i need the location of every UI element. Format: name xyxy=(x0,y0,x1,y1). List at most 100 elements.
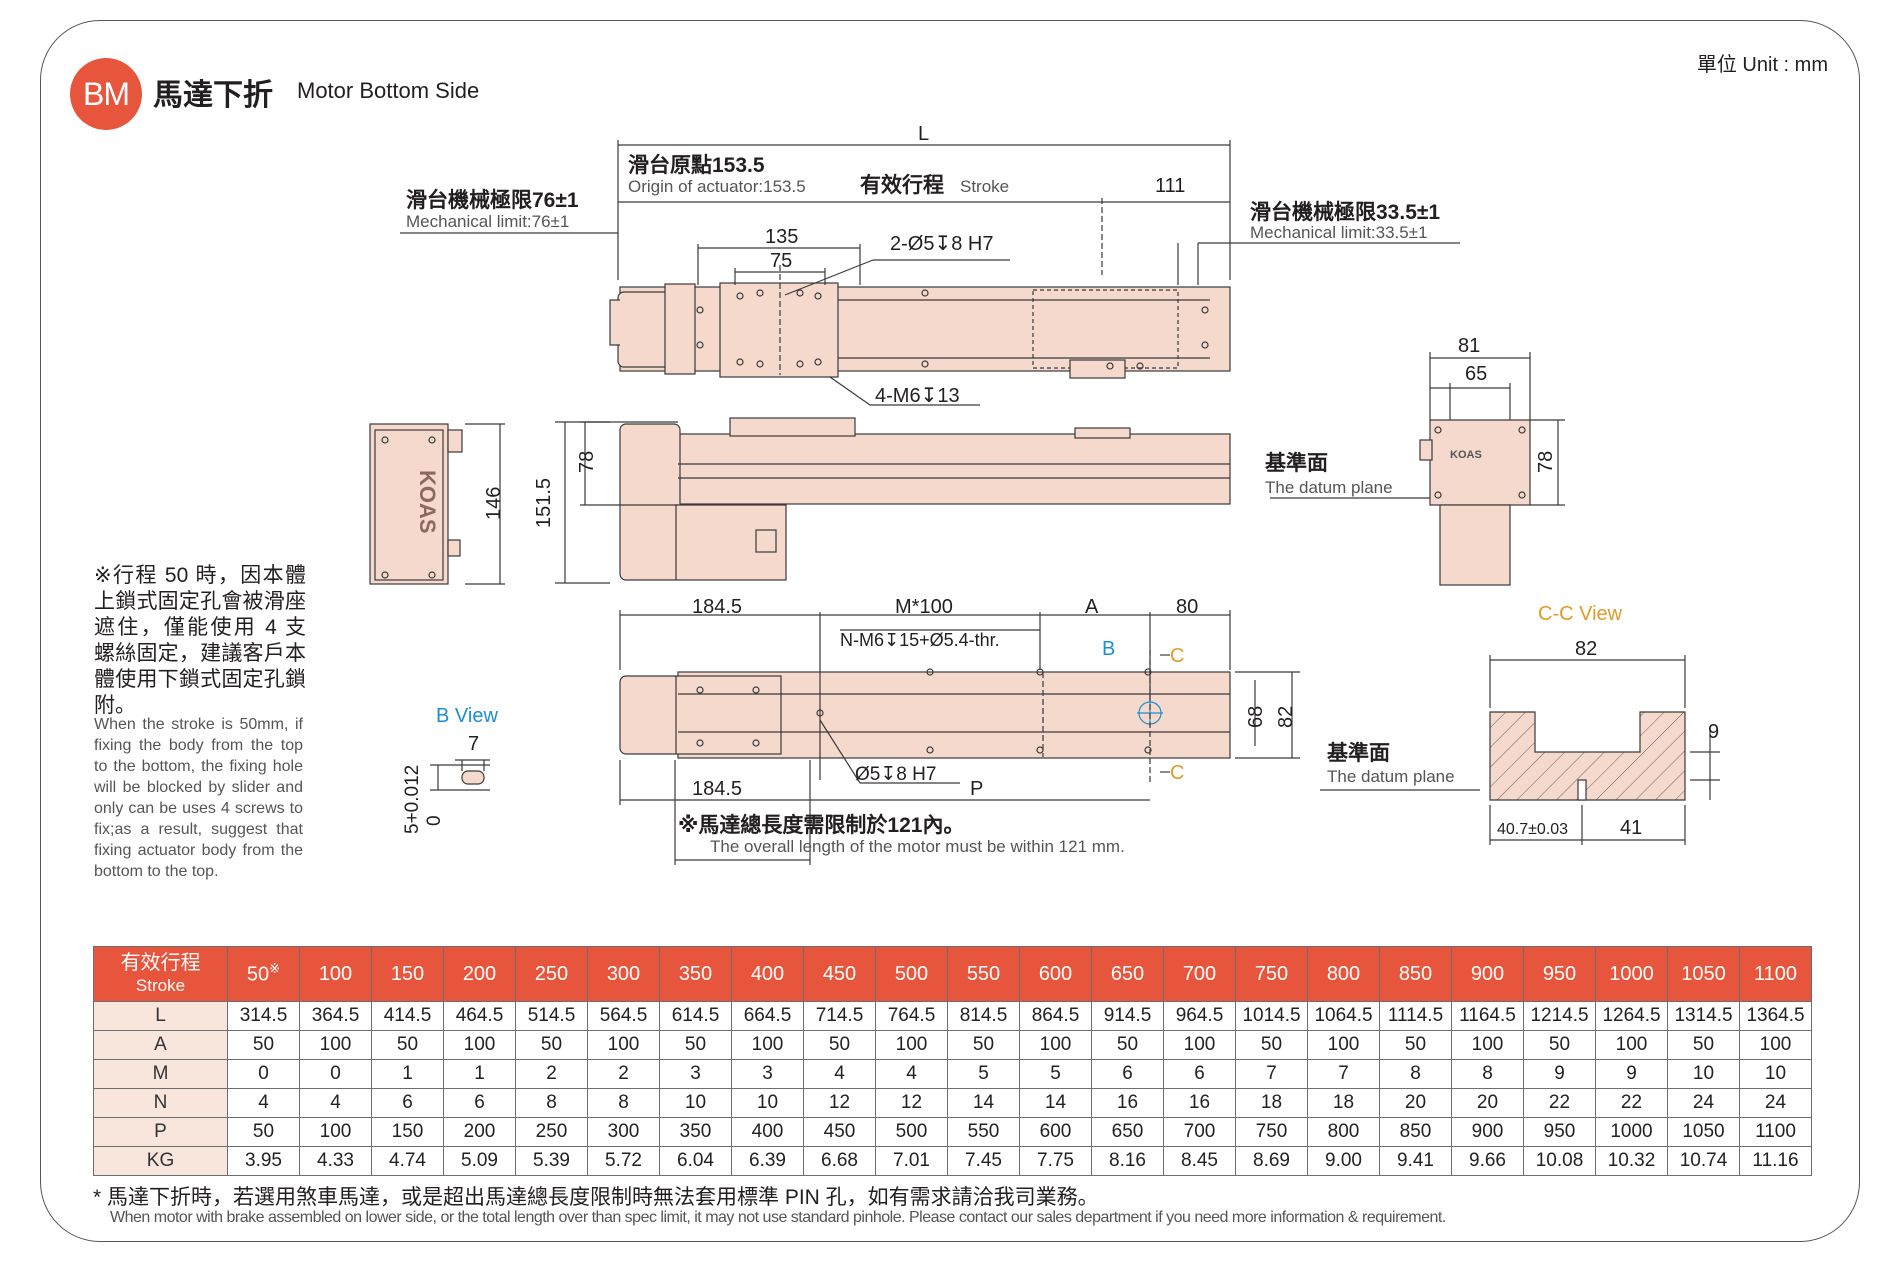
mark-C-bottom: C xyxy=(1170,762,1184,784)
table-cell: 9 xyxy=(1523,1059,1596,1089)
table-cell: 764.5 xyxy=(875,1001,948,1031)
table-cell: 100 xyxy=(1019,1030,1092,1060)
table-cell: 50 xyxy=(947,1030,1020,1060)
table-cell: 464.5 xyxy=(443,1001,516,1031)
table-cell: 50 xyxy=(371,1030,444,1060)
table-cell: 9.41 xyxy=(1379,1146,1452,1176)
dim-L: L xyxy=(918,123,929,145)
table-cell: 1064.5 xyxy=(1307,1001,1380,1031)
dim-P: P xyxy=(970,778,983,800)
technical-drawing: L 滑台原點153.5 Origin of actuator:153.5 有效行… xyxy=(369,123,1720,865)
table-cell: 12 xyxy=(875,1088,948,1118)
table-cell: 20 xyxy=(1451,1088,1524,1118)
footnote-zh: * 馬達下折時，若選用煞車馬達，或是超出馬達總長度限制時無法套用標準 PIN 孔… xyxy=(93,1186,1099,1209)
left-end-logo: KOAS xyxy=(415,470,440,534)
table-cell: 8 xyxy=(1379,1059,1452,1089)
left-end-view xyxy=(369,423,505,585)
table-cell: 50 xyxy=(227,1117,300,1147)
table-cell: 1114.5 xyxy=(1379,1001,1452,1031)
table-cell: 22 xyxy=(1523,1088,1596,1118)
unit-label: 單位 Unit : mm xyxy=(1696,54,1828,76)
table-cell: 6.39 xyxy=(731,1146,804,1176)
table-cell: 1014.5 xyxy=(1235,1001,1308,1031)
page-frame xyxy=(40,20,1860,1242)
table-cell: 14 xyxy=(1019,1088,1092,1118)
table-cell: 14 xyxy=(947,1088,1020,1118)
row-label: A xyxy=(93,1030,228,1060)
table-cell: 9.00 xyxy=(1307,1146,1380,1176)
side-view xyxy=(555,417,1231,584)
dim-65: 65 xyxy=(1465,363,1487,385)
mark-B: B xyxy=(1102,638,1115,660)
stroke-col-header: 250 xyxy=(515,946,588,1002)
table-cell: 100 xyxy=(443,1030,516,1060)
table-cell: 1050 xyxy=(1667,1117,1740,1147)
bottom-view xyxy=(619,610,1480,865)
stroke-col-header: 1050 xyxy=(1667,946,1740,1002)
table-cell: 50 xyxy=(515,1030,588,1060)
table-cell: 450 xyxy=(803,1117,876,1147)
table-cell: 100 xyxy=(1595,1030,1668,1060)
cc-dim-41: 41 xyxy=(1620,817,1642,839)
table-cell: 1100 xyxy=(1739,1117,1812,1147)
b-view-dim-7: 7 xyxy=(468,733,479,755)
table-cell: 1164.5 xyxy=(1451,1001,1524,1031)
table-cell: 900 xyxy=(1451,1117,1524,1147)
stroke-col-header: 700 xyxy=(1163,946,1236,1002)
table-cell: 8.16 xyxy=(1091,1146,1164,1176)
table-cell: 700 xyxy=(1163,1117,1236,1147)
table-cell: 814.5 xyxy=(947,1001,1020,1031)
table-cell: 100 xyxy=(1163,1030,1236,1060)
table-cell: 8 xyxy=(515,1088,588,1118)
stroke-col-header: 1100 xyxy=(1739,946,1812,1002)
row-label: KG xyxy=(93,1146,228,1176)
pin-hole-label: Ø5↧8 H7 xyxy=(855,764,936,785)
dim-78-end: 78 xyxy=(1535,451,1557,473)
table-cell: 1364.5 xyxy=(1739,1001,1812,1031)
table-cell: 50 xyxy=(1379,1030,1452,1060)
table-cell: 414.5 xyxy=(371,1001,444,1031)
table-cell: 1 xyxy=(443,1059,516,1089)
table-cell: 800 xyxy=(1307,1117,1380,1147)
table-cell: 2 xyxy=(515,1059,588,1089)
table-cell: 50 xyxy=(659,1030,732,1060)
table-cell: 1314.5 xyxy=(1667,1001,1740,1031)
cc-view-title: C-C View xyxy=(1538,603,1623,625)
table-cell: 364.5 xyxy=(299,1001,372,1031)
table-cell: 4 xyxy=(299,1088,372,1118)
table-cell: 6 xyxy=(443,1088,516,1118)
table-cell: 3 xyxy=(731,1059,804,1089)
b-view-zero: 0 xyxy=(424,815,445,826)
table-cell: 6.68 xyxy=(803,1146,876,1176)
table-cell: 4 xyxy=(227,1088,300,1118)
table-cell: 7.45 xyxy=(947,1146,1020,1176)
table-cell: 950 xyxy=(1523,1117,1596,1147)
stroke-col-header: 1000 xyxy=(1595,946,1668,1002)
motor-note-en: The overall length of the motor must be … xyxy=(710,837,1125,856)
table-cell: 16 xyxy=(1091,1088,1164,1118)
table-cell: 50 xyxy=(1091,1030,1164,1060)
datum-label-zh-2: 基準面 xyxy=(1327,741,1390,765)
table-cell: 750 xyxy=(1235,1117,1308,1147)
stroke-col-header: 50※ xyxy=(227,946,300,1002)
dim-81: 81 xyxy=(1458,335,1480,357)
stroke-col-header: 600 xyxy=(1019,946,1092,1002)
stroke-col-header: 300 xyxy=(587,946,660,1002)
table-cell: 100 xyxy=(1307,1030,1380,1060)
table-cell: 6 xyxy=(1163,1059,1236,1089)
dim-80: 80 xyxy=(1176,596,1198,618)
table-cell: 5 xyxy=(1019,1059,1092,1089)
table-cell: 150 xyxy=(371,1117,444,1147)
table-cell: 550 xyxy=(947,1117,1020,1147)
table-cell: 18 xyxy=(1235,1088,1308,1118)
dim-151-5: 151.5 xyxy=(533,478,555,528)
row-label: N xyxy=(93,1088,228,1118)
table-cell: 6.04 xyxy=(659,1146,732,1176)
table-cell: 8 xyxy=(587,1088,660,1118)
datum-label-en: The datum plane xyxy=(1265,478,1393,497)
